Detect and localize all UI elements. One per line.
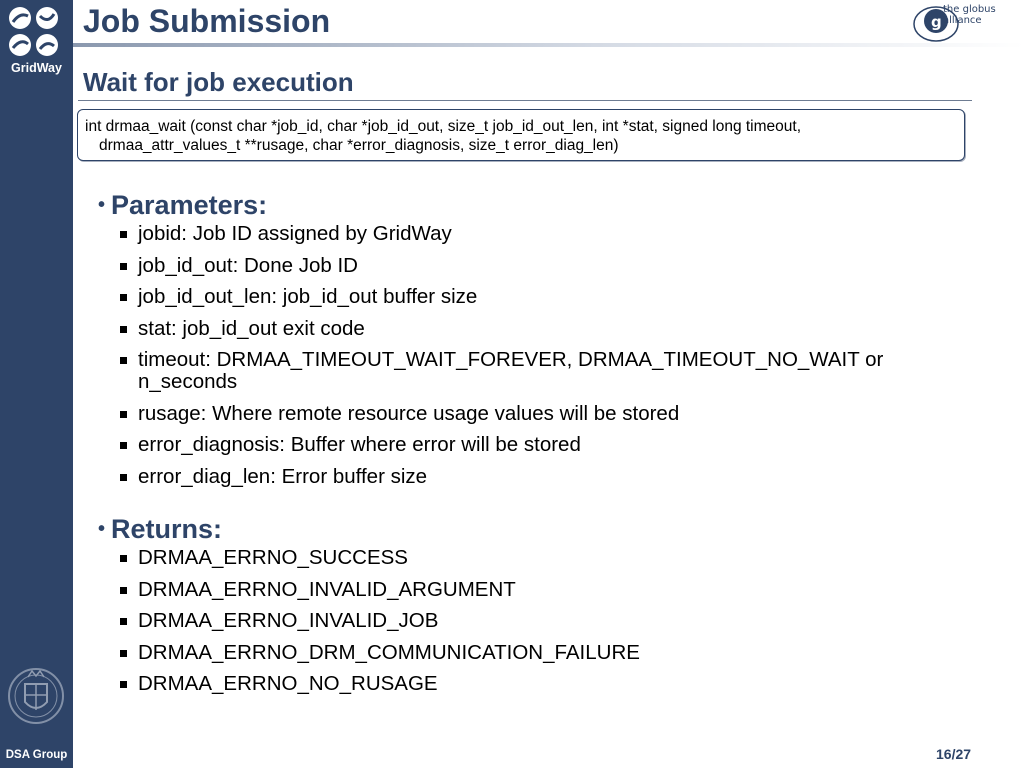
list-item: DRMAA_ERRNO_DRM_COMMUNICATION_FAILURE	[118, 641, 968, 664]
globus-logo-icon: g	[913, 6, 959, 42]
section-heading-text: Returns:	[111, 514, 223, 544]
list-item: stat: job_id_out exit code	[118, 317, 968, 340]
list-item: DRMAA_ERRNO_SUCCESS	[118, 547, 968, 569]
function-signature-box: int drmaa_wait (const char *job_id, char…	[77, 109, 965, 161]
university-crest-icon	[8, 668, 64, 724]
square-bullet-icon	[120, 357, 127, 364]
square-bullet-icon	[120, 681, 127, 688]
square-bullet-icon	[120, 618, 127, 625]
subtitle-divider	[78, 100, 972, 101]
section-heading-text: Parameters:	[111, 190, 268, 220]
list-item: jobid: Job ID assigned by GridWay	[118, 223, 968, 245]
page-number: 16/27	[936, 746, 972, 762]
returns-section: •Returns: DRMAA_ERRNO_SUCCESS DRMAA_ERRN…	[98, 511, 968, 705]
list-item: DRMAA_ERRNO_NO_RUSAGE	[118, 673, 968, 695]
slide-subtitle: Wait for job execution	[83, 67, 354, 97]
square-bullet-icon	[120, 294, 127, 301]
square-bullet-icon	[120, 555, 127, 562]
list-item: job_id_out: Done Job ID	[118, 254, 968, 277]
square-bullet-icon	[120, 442, 127, 449]
square-bullet-icon	[120, 586, 127, 594]
parameters-section: •Parameters: jobid: Job ID assigned by G…	[98, 187, 968, 497]
list-item: DRMAA_ERRNO_INVALID_JOB	[118, 610, 968, 632]
group-label: DSA Group	[5, 749, 68, 761]
bullet-icon: •	[98, 194, 106, 216]
globus-logo-text: the globus alliance	[943, 4, 996, 26]
list-item: job_id_out_len: job_id_out buffer size	[118, 286, 968, 308]
square-bullet-icon	[120, 325, 127, 333]
bullet-icon: •	[98, 518, 106, 540]
sidebar: GridWay DSA Group	[0, 0, 73, 768]
return-values-list: DRMAA_ERRNO_SUCCESS DRMAA_ERRNO_INVALID_…	[118, 547, 968, 695]
slide-title: Job Submission	[83, 3, 331, 39]
brand-label: GridWay	[11, 61, 62, 75]
list-item: timeout: DRMAA_TIMEOUT_WAIT_FOREVER, DRM…	[118, 349, 968, 393]
signature-line-2: drmaa_attr_values_t **rusage, char *erro…	[99, 137, 619, 154]
globus-logo-letter: g	[931, 13, 942, 31]
signature-line-1: int drmaa_wait (const char *job_id, char…	[85, 118, 802, 135]
section-heading: •Parameters:	[98, 187, 968, 223]
list-item: error_diag_len: Error buffer size	[118, 465, 968, 488]
list-item: rusage: Where remote resource usage valu…	[118, 402, 968, 425]
square-bullet-icon	[120, 262, 127, 270]
square-bullet-icon	[120, 473, 127, 481]
square-bullet-icon	[120, 649, 127, 657]
parameter-list: jobid: Job ID assigned by GridWay job_id…	[118, 223, 968, 488]
list-item: error_diagnosis: Buffer where error will…	[118, 434, 968, 456]
section-heading: •Returns:	[98, 511, 968, 547]
title-divider	[73, 43, 1024, 47]
square-bullet-icon	[120, 231, 127, 238]
square-bullet-icon	[120, 410, 127, 418]
list-item: DRMAA_ERRNO_INVALID_ARGUMENT	[118, 578, 968, 601]
gridway-logo-icon	[9, 7, 58, 56]
